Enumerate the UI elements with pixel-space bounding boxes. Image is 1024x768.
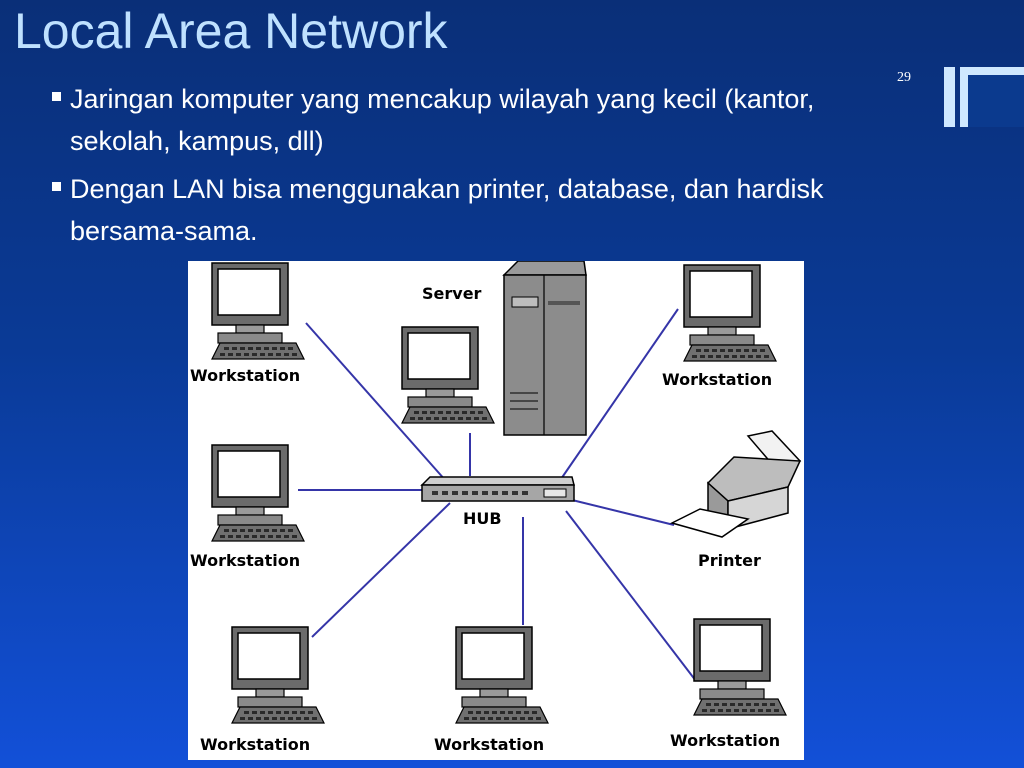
workstation-label: Workstation [190,366,300,385]
slide-title: Local Area Network [14,3,448,59]
bullet-square-icon [52,182,61,191]
bullet-list: Jaringan komputer yang mencakup wilayah … [52,78,922,258]
workstation-label: Workstation [190,551,300,570]
bullet-text: Dengan LAN bisa menggunakan printer, dat… [70,174,824,246]
workstation-icon [455,626,549,724]
lan-diagram: Server HUB Printer Workstation Workstati… [188,261,804,760]
hub-icon [420,476,575,502]
workstation-icon [211,262,305,360]
decoration-frame [960,67,1024,127]
workstation-label: Workstation [434,735,544,754]
workstation-label: Workstation [670,731,780,750]
bullet-item: Dengan LAN bisa menggunakan printer, dat… [52,168,922,252]
bullet-item: Jaringan komputer yang mencakup wilayah … [52,78,922,162]
server-label: Server [422,284,482,303]
server-console-icon [401,326,495,424]
slide-number: 29 [897,70,911,85]
workstation-icon [683,264,777,362]
workstation-icon [211,444,305,542]
workstation-icon [693,618,787,716]
bullet-text: Jaringan komputer yang mencakup wilayah … [70,84,815,156]
bullet-square-icon [52,92,61,101]
workstation-label: Workstation [662,370,772,389]
hub-label: HUB [463,509,502,528]
decoration-bar [944,67,955,127]
printer-label: Printer [698,551,761,570]
printer-icon [669,430,802,538]
workstation-label: Workstation [200,735,310,754]
workstation-icon [231,626,325,724]
network-links [298,308,697,682]
server-icon [502,261,587,436]
